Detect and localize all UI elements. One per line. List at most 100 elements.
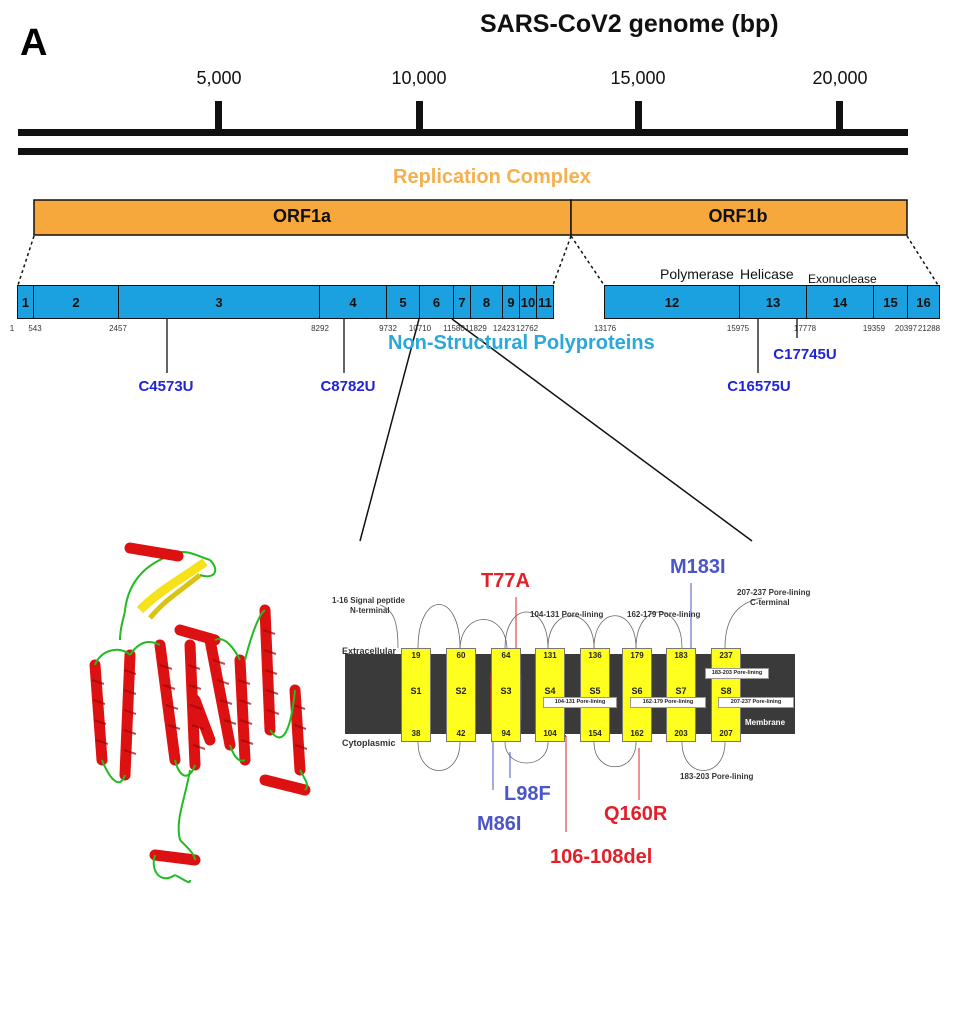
genome-tick-label: 20,000	[812, 68, 868, 88]
nsp-position: 543	[28, 324, 42, 333]
nsp-position: 20397	[894, 324, 918, 333]
cytoplasmic-loop	[681, 741, 726, 771]
helix-residue: 179	[630, 651, 644, 660]
zoom-line	[17, 235, 35, 286]
pore-lining-note: C-terminal	[750, 598, 790, 607]
cytoplasmic-loop	[417, 741, 461, 771]
extracellular-loop	[459, 619, 508, 649]
nsp-position: 1	[9, 324, 15, 333]
orf1b-label: ORF1b	[708, 206, 768, 226]
aa-mutation-label: Q160R	[604, 803, 668, 825]
genome-ruler-second	[18, 148, 908, 155]
zoom-line	[570, 235, 605, 286]
zoom-line	[906, 235, 939, 286]
nsp-segment: 13	[739, 285, 807, 319]
extracellular-label: Extracellular	[342, 646, 397, 656]
pore-lining-note: 162-179 Pore-lining	[627, 610, 701, 619]
pore-lining-note: 104-131 Pore-lining	[530, 610, 604, 619]
nsp6-zoom-line	[359, 318, 420, 542]
helix-name: S5	[589, 686, 601, 696]
helix-name: S8	[720, 686, 732, 696]
helix-residue: 131	[543, 651, 557, 660]
cytoplasmic-loop	[593, 741, 637, 767]
helix-residue: 64	[501, 651, 511, 660]
nsp-position: 19359	[862, 324, 886, 333]
helix-residue: 154	[588, 729, 602, 738]
nsp-segment: 5	[386, 285, 420, 319]
helix-residue: 183	[674, 651, 688, 660]
helix-s2	[446, 648, 476, 742]
aa-mutation-label: L98F	[504, 783, 551, 805]
cytoplasmic-loop	[504, 741, 549, 764]
orf1a-label: ORF1a	[272, 206, 332, 226]
nsp-segment: 9	[502, 285, 520, 319]
function-label: Exonuclease	[808, 272, 877, 286]
function-label: Polymerase	[660, 266, 734, 282]
helix-residue: 203	[674, 729, 688, 738]
pore-lining-note: 183-203 Pore-lining	[680, 772, 754, 781]
genome-title: SARS-CoV2 genome (bp)	[480, 10, 779, 38]
helix-s7	[666, 648, 696, 742]
extracellular-loop	[724, 597, 763, 649]
nsp-segment: 11	[536, 285, 554, 319]
helix-residue: 60	[456, 651, 466, 660]
pore-lining-note: 207-237 Pore-lining	[737, 588, 811, 597]
aa-mutation-label: M183I	[670, 556, 726, 578]
extracellular-loop	[635, 611, 683, 649]
genome-tick-label: 5,000	[196, 68, 242, 88]
zoom-line	[552, 235, 572, 286]
pore-lining-box: 104-131 Pore-lining	[543, 697, 617, 708]
helix-name: S1	[410, 686, 422, 696]
nsp6-zoom-line	[451, 318, 753, 542]
genome-tick	[215, 101, 222, 131]
genome-ruler	[18, 129, 908, 136]
helix-residue: 207	[719, 729, 733, 738]
nsp-position: 12762	[515, 324, 539, 333]
helix-name: S4	[544, 686, 556, 696]
nsp-segment: 8	[470, 285, 503, 319]
nsp-segment: 7	[453, 285, 471, 319]
signal-peptide-note: 1-16 Signal peptide	[332, 596, 405, 605]
nsp-position: 15975	[726, 324, 750, 333]
pore-lining-box: 162-179 Pore-lining	[630, 697, 706, 708]
helix-residue: 19	[411, 651, 421, 660]
nsp-position: 2457	[109, 324, 127, 333]
function-label: Helicase	[740, 266, 794, 282]
pore-lining-box: 183-203 Pore-lining	[705, 668, 769, 679]
helix-residue: 136	[588, 651, 602, 660]
protein-structure	[89, 542, 311, 884]
extracellular-loop	[504, 611, 549, 649]
nsp-position: 10710	[408, 324, 432, 333]
orf1a-box	[33, 199, 572, 236]
helix-s3	[491, 648, 521, 742]
aa-mutation-label: T77A	[481, 570, 530, 592]
replication-complex-title: Replication Complex	[393, 166, 591, 188]
nsp-segment: 2	[33, 285, 119, 319]
nsp-segment: 1	[17, 285, 34, 319]
extracellular-loop	[417, 604, 461, 649]
aa-mutation-label: 106-108del	[550, 846, 653, 868]
helix-s8	[711, 648, 741, 742]
signal-peptide-note: N-terminal	[350, 606, 390, 615]
helix-name: S6	[631, 686, 643, 696]
helix-residue: 162	[630, 729, 644, 738]
nsp-segment: 14	[806, 285, 874, 319]
nsp-position: 11829	[465, 324, 487, 333]
nsp-position: 8292	[311, 324, 329, 333]
helix-s5	[580, 648, 610, 742]
nt-mutation-label: C4573U	[138, 378, 194, 395]
nsp-position: 17778	[793, 324, 817, 333]
nsp-segment: 12	[604, 285, 740, 319]
nt-mutation-label: C8782U	[320, 378, 376, 395]
nsp-segment: 16	[907, 285, 940, 319]
helix-residue: 104	[543, 729, 557, 738]
extracellular-loop	[547, 615, 595, 649]
helix-name: S7	[675, 686, 687, 696]
aa-mutation-label: M86I	[477, 813, 522, 835]
orf1b-box	[570, 199, 908, 236]
helix-name: S2	[455, 686, 467, 696]
helix-s1	[401, 648, 431, 742]
nt-mutation-label: C17745U	[773, 346, 837, 363]
nsp-segment: 10	[519, 285, 537, 319]
